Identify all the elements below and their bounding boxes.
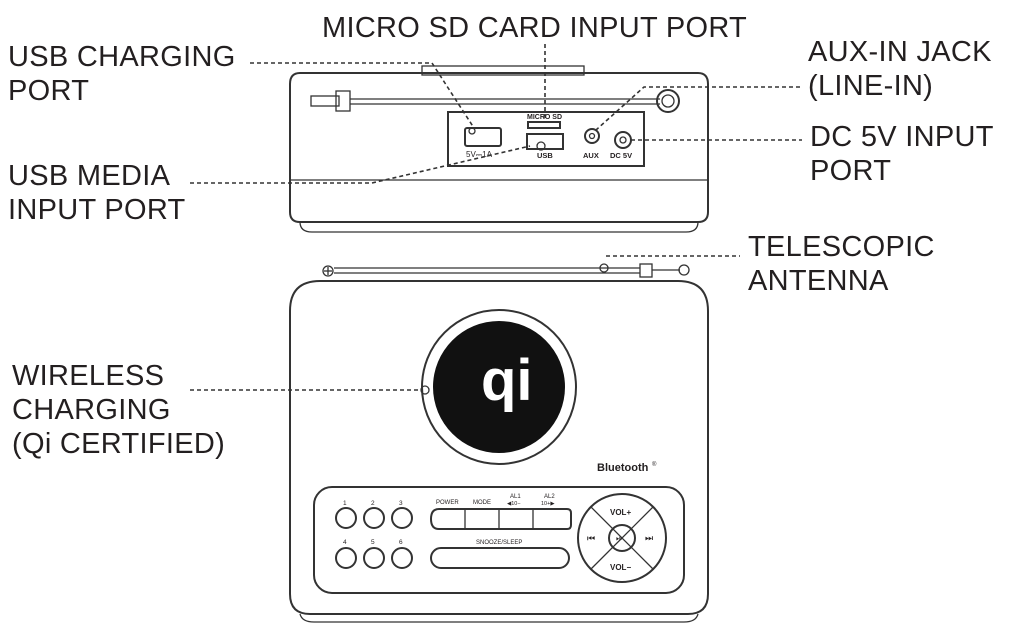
front-antenna <box>322 263 690 278</box>
top-ridge <box>421 65 585 76</box>
callout-line: TELESCOPIC <box>748 231 935 263</box>
aux-in-jack[interactable] <box>584 128 600 144</box>
callout-telescopic-antenna: TELESCOPIC ANTENNA <box>748 230 935 298</box>
back-housing <box>289 72 709 223</box>
preset-label: 3 <box>399 500 403 507</box>
usb-charging-label: 5V⎓1A <box>466 150 493 159</box>
vol-down-button[interactable]: VOL− <box>610 563 631 572</box>
al2-button[interactable] <box>536 512 568 526</box>
callout-line: INPUT PORT <box>8 194 186 226</box>
front-view: qi Bluetooth ® 1 2 3 4 5 6 POWER MODE AL… <box>289 263 709 623</box>
mode-button[interactable] <box>468 512 496 526</box>
pad-marker <box>420 385 430 395</box>
leader-lines-top <box>190 44 802 391</box>
qi-logo-disc <box>433 321 565 453</box>
front-housing <box>289 280 709 615</box>
callout-line: ANTENNA <box>748 265 889 297</box>
al1-label: AL1 <box>510 494 521 500</box>
callout-aux-in-jack: AUX-IN JACK (LINE-IN) <box>808 35 992 103</box>
callout-line: USB CHARGING <box>8 41 236 73</box>
dc-input-jack[interactable] <box>614 131 632 149</box>
preset-label: 2 <box>371 500 375 507</box>
button-strip <box>429 508 572 530</box>
antenna-end-cap <box>678 264 690 276</box>
dc-label: DC 5V <box>610 151 632 160</box>
leader-aux <box>595 86 800 131</box>
ports-panel <box>447 111 645 167</box>
usb-charging-led <box>468 127 476 135</box>
power-label: POWER <box>436 500 459 506</box>
al1-button[interactable] <box>502 512 530 526</box>
snooze-sleep-label: SNOOZE/SLEEP <box>476 540 522 546</box>
mode-label: MODE <box>473 500 491 506</box>
callout-usb-media-port: USB MEDIA INPUT PORT <box>8 159 186 227</box>
aux-jack-hole <box>588 132 596 140</box>
back-antenna <box>310 89 680 113</box>
control-panel <box>313 486 685 594</box>
play-icon: ⏯ <box>616 534 622 543</box>
nav-pad-ring <box>577 493 667 583</box>
preset-label: 5 <box>371 539 375 546</box>
aux-label: AUX <box>583 151 599 160</box>
callout-line: PORT <box>810 155 892 187</box>
callout-line: (Qi CERTIFIED) <box>12 428 226 460</box>
callout-line: DC 5V INPUT <box>810 121 994 153</box>
preset-button-4[interactable] <box>335 547 357 569</box>
qi-logo: qi <box>481 348 533 413</box>
prev-button[interactable]: ⏮ <box>587 533 595 543</box>
antenna-tip <box>656 89 680 113</box>
snooze-sleep-button[interactable] <box>430 547 570 569</box>
nav-divider <box>590 506 654 570</box>
back-view: 5V⎓1A MICRO SD USB AUX DC 5V <box>289 65 709 233</box>
dc-jack-hole <box>619 136 627 144</box>
al2-sub-label: 10+▶ <box>541 501 555 507</box>
function-buttons: POWER MODE AL1 ◀10− AL2 10+▶ SNOOZE/SLEE… <box>429 494 572 569</box>
callout-micro-sd-port: MICRO SD CARD INPUT PORT <box>322 11 747 45</box>
vol-up-button[interactable]: VOL+ <box>610 508 631 517</box>
usb-media-port[interactable] <box>526 133 564 150</box>
usb-media-label: USB <box>537 151 553 160</box>
callout-line: (LINE-IN) <box>808 70 934 102</box>
callout-line: USB MEDIA <box>8 160 171 192</box>
callout-line: CHARGING <box>12 394 171 426</box>
preset-button-2[interactable] <box>363 507 385 529</box>
preset-buttons: 1 2 3 4 5 6 <box>335 500 413 569</box>
play-pause-button[interactable] <box>608 524 636 552</box>
bluetooth-label: Bluetooth <box>597 462 649 474</box>
callout-line: AUX-IN JACK <box>808 36 992 68</box>
bluetooth-mark: ® <box>652 461 657 468</box>
antenna-mount <box>335 90 351 112</box>
preset-button-3[interactable] <box>391 507 413 529</box>
callout-wireless-charging: WIRELESS CHARGING (Qi CERTIFIED) <box>12 359 225 461</box>
callout-line: MICRO SD CARD INPUT PORT <box>322 12 748 44</box>
power-button[interactable] <box>436 512 462 526</box>
antenna-joint <box>639 263 653 278</box>
preset-label: 6 <box>399 539 403 546</box>
al2-label: AL2 <box>544 494 555 500</box>
nav-pad: VOL+ VOL− ⏮ ⏯ ⏭ <box>577 493 667 583</box>
preset-button-1[interactable] <box>335 507 357 529</box>
callout-line: PORT <box>8 75 90 107</box>
leader-usb-charging <box>250 62 475 129</box>
preset-label: 1 <box>343 500 347 507</box>
antenna-pivot <box>322 265 334 277</box>
base-foot <box>299 221 699 233</box>
antenna-tip-inner <box>661 94 675 108</box>
leader-usb-media <box>190 145 531 184</box>
callout-usb-charging-port: USB CHARGING PORT <box>8 40 236 108</box>
front-foot <box>299 613 699 623</box>
preset-label: 4 <box>343 539 347 546</box>
preset-button-5[interactable] <box>363 547 385 569</box>
antenna-hinge <box>310 95 340 107</box>
al1-sub-label: ◀10− <box>507 501 521 507</box>
callout-dc-input-port: DC 5V INPUT PORT <box>810 120 994 188</box>
usb-media-led <box>536 141 546 151</box>
callout-line: WIRELESS <box>12 360 165 392</box>
usb-charging-port[interactable] <box>464 127 502 147</box>
antenna-marker <box>599 263 609 273</box>
micro-sd-slot[interactable] <box>527 121 561 129</box>
next-button[interactable]: ⏭ <box>645 533 653 543</box>
preset-button-6[interactable] <box>391 547 413 569</box>
